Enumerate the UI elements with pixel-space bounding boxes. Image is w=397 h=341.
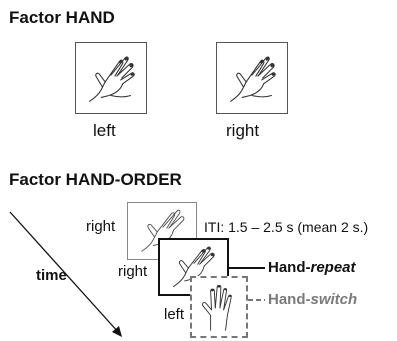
hand-left-icon <box>89 56 135 102</box>
trial1-label: right <box>86 218 116 235</box>
iti-text: ITI: 1.5 – 2.5 s (mean 2 s.) <box>204 219 369 235</box>
hand-right-stimulus <box>216 42 288 114</box>
factor-hand-order-title: Factor HAND-ORDER <box>9 170 182 189</box>
hand-left-icon <box>202 284 232 331</box>
time-label: time <box>36 267 67 284</box>
hand-right-icon <box>141 209 185 252</box>
hand-right-icon <box>173 246 215 288</box>
connector-lines <box>229 267 265 301</box>
hand-repeat-label: Hand-repeat <box>268 259 356 276</box>
trial3-stimulus <box>190 276 248 338</box>
trial2-label: right <box>118 263 148 280</box>
trial3-label: left <box>164 306 185 323</box>
hand-left-stimulus <box>75 42 147 114</box>
time-arrow <box>9 211 122 337</box>
hand-right-icon <box>230 56 276 102</box>
arrow-head-icon <box>112 326 122 337</box>
hand-switch-label: Hand-switch <box>268 291 358 308</box>
hand-right-label: right <box>226 121 260 140</box>
hand-left-label: left <box>93 121 116 140</box>
factor-hand-title: Factor HAND <box>9 8 115 27</box>
